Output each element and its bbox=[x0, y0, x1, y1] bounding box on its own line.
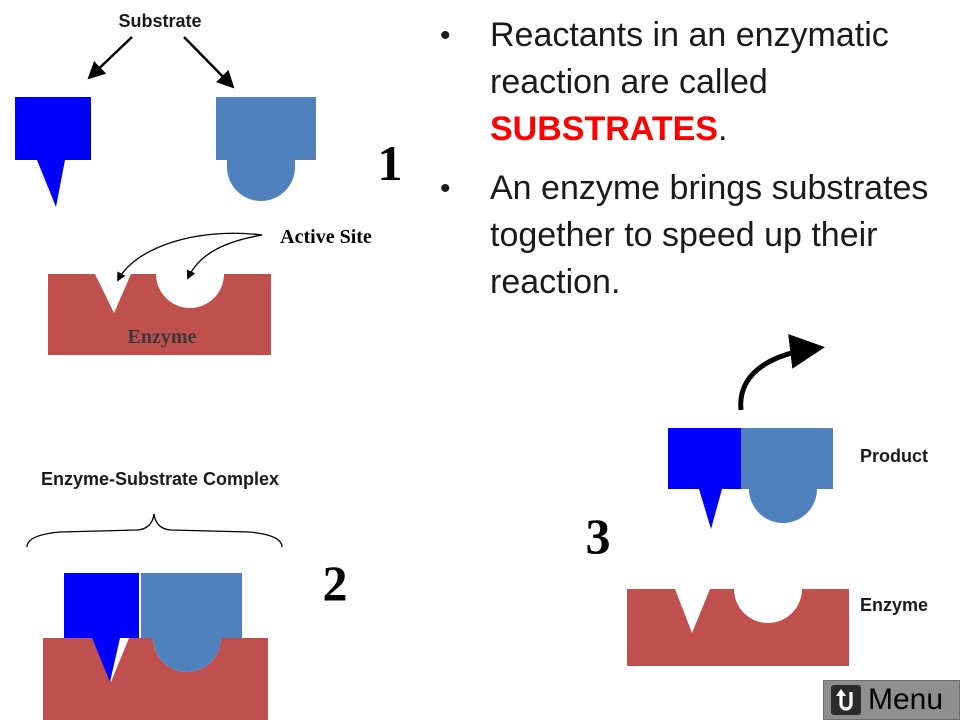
enzyme-step2-shape bbox=[43, 638, 268, 720]
substrate-arrow-left bbox=[87, 36, 133, 80]
substrate-label: Substrate bbox=[118, 11, 201, 31]
menu-button[interactable]: Menu bbox=[823, 680, 960, 720]
complex-substrate-b bbox=[141, 573, 242, 672]
enzyme-step3-shape bbox=[627, 589, 849, 666]
substrates-highlight: SUBSTRATES bbox=[490, 110, 718, 148]
product-release-arrow bbox=[738, 333, 825, 411]
step-1-number: 1 bbox=[378, 135, 403, 191]
product-substrate-b bbox=[741, 428, 833, 523]
active-site-arrow-2 bbox=[186, 234, 263, 280]
enzyme-step1-label: Enzyme bbox=[128, 326, 197, 348]
bullet-1-text: Reactants in an enzymatic reaction are c… bbox=[490, 16, 889, 101]
complex-substrate-a bbox=[64, 573, 139, 682]
bullet-dot-icon: • bbox=[440, 172, 451, 205]
step-2-number: 2 bbox=[323, 555, 348, 611]
bullet-item: • Reactants in an enzymatic reaction are… bbox=[440, 12, 950, 153]
menu-label: Menu bbox=[868, 683, 944, 716]
bullet-list: • Reactants in an enzymatic reaction are… bbox=[440, 12, 950, 318]
active-site-label: Active Site bbox=[280, 226, 372, 248]
step-3-number: 3 bbox=[586, 508, 611, 564]
enzyme-step3-label: Enzyme bbox=[860, 595, 928, 615]
product-substrate-a bbox=[668, 428, 741, 529]
substrate-arrow-right bbox=[183, 36, 235, 89]
substrate-b-shape bbox=[216, 97, 316, 201]
bullet-item: • An enzyme brings substrates together t… bbox=[440, 165, 950, 306]
product-label: Product bbox=[860, 446, 928, 466]
bullet-dot-icon: • bbox=[440, 19, 451, 52]
complex-label: Enzyme-Substrate Complex bbox=[41, 469, 279, 489]
bullet-1-period: . bbox=[717, 110, 728, 148]
u-turn-back-icon bbox=[831, 685, 861, 715]
substrate-a-shape bbox=[15, 97, 91, 207]
bullet-2-text: An enzyme brings substrates together to … bbox=[490, 169, 929, 301]
enzyme-step1-shape bbox=[48, 274, 271, 355]
complex-brace bbox=[26, 513, 283, 548]
active-site-arrow-1 bbox=[117, 232, 263, 282]
